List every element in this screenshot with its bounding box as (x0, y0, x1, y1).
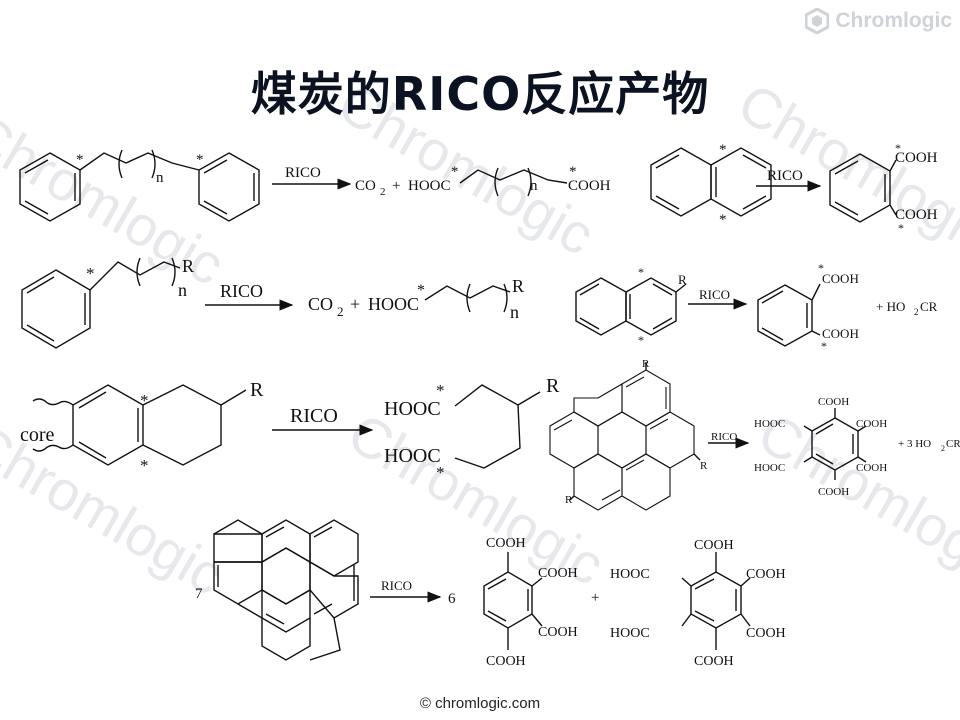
scheme-label: 2 (941, 444, 945, 453)
benzene-ring (690, 571, 742, 629)
star-label: * (196, 152, 204, 168)
coefficient-label: 7 (195, 586, 203, 602)
benzene-ring (829, 153, 891, 223)
star-label: * (76, 152, 84, 168)
cooh-label: COOH (895, 150, 938, 166)
brand-name: Chromlogic (835, 9, 952, 32)
scheme-label: * (638, 265, 644, 279)
scheme-label: HOOC (754, 418, 785, 430)
cooh-label: COOH (568, 178, 611, 194)
scheme-label: * (417, 282, 425, 299)
scheme-label: * (898, 221, 904, 235)
scheme-label: * (86, 264, 95, 283)
scheme-label: * (436, 463, 445, 482)
benzene-ring (757, 284, 813, 347)
scheme-label: n (530, 178, 538, 194)
scheme-label: COOH (694, 654, 734, 669)
hexagon-logo-icon (805, 8, 830, 34)
rico-label: RICO (290, 405, 338, 427)
r-label: R (512, 276, 524, 296)
page-title: 煤炭的RICO反应产物 (250, 67, 710, 121)
cooh-label: COOH (895, 207, 938, 223)
rico-label: RICO (381, 578, 412, 593)
r-label: R (182, 256, 194, 276)
scheme-label: CR (920, 299, 938, 314)
pah-molecule (549, 369, 695, 511)
benzene-ring (811, 417, 859, 471)
r-label: R (565, 494, 573, 506)
scheme-label: * (821, 339, 827, 353)
coefficient-label: 6 (448, 591, 456, 607)
scheme-label: n (510, 302, 519, 322)
co2-label: CO (308, 294, 333, 314)
hooc-label: HOOC (384, 398, 441, 420)
scheme-label: + (591, 590, 599, 606)
scheme-label: COOH (538, 625, 578, 640)
scheme-label: HOOC (754, 462, 785, 474)
benzene-ring (198, 152, 260, 222)
hooc-label: HOOC (368, 294, 419, 314)
ho2cr-label: + 3 HO (898, 438, 931, 450)
r-label: R (546, 375, 560, 397)
scheme-label: 2 (380, 186, 386, 198)
scheme-label: * (451, 164, 459, 180)
scheme-label: COOH (538, 566, 578, 581)
naphthalene-molecule (650, 147, 772, 217)
scheme-label: * (436, 381, 445, 400)
scheme-label: COOH (486, 654, 526, 669)
rico-label: RICO (220, 281, 263, 301)
rico-label: RICO (699, 287, 730, 302)
scheme-label: COOH (746, 567, 786, 582)
hooc-label: HOOC (408, 178, 451, 194)
scheme-label: * (140, 391, 149, 410)
scheme-label: 2 (914, 307, 919, 317)
scheme-label: CR (946, 438, 960, 450)
scheme-label: + (392, 178, 400, 194)
scheme-label: HOOC (610, 626, 650, 641)
scheme-label: 2 (337, 304, 344, 319)
r-label: R (678, 272, 687, 287)
cooh-label: COOH (822, 271, 859, 286)
benzene-ring (483, 571, 533, 629)
brand-logo: Chromlogic (805, 8, 952, 34)
rico-label: RICO (711, 431, 737, 443)
scheme-label: COOH (746, 626, 786, 641)
scheme-label: HOOC (610, 567, 650, 582)
rico-label: RICO (285, 165, 321, 181)
scheme-label: COOH (818, 486, 849, 498)
core-label: core (20, 424, 55, 446)
r-label: R (642, 358, 650, 370)
coronene-molecule (213, 519, 359, 661)
r-label: R (250, 379, 264, 401)
scheme-label: COOH (694, 538, 734, 553)
footer-copyright: © chromlogic.com (419, 695, 541, 712)
hooc-label: HOOC (384, 445, 441, 467)
scheme-label: * (638, 333, 644, 347)
rico-label: RICO (767, 168, 803, 184)
benzene-ring (21, 269, 91, 349)
benzene-ring (19, 152, 81, 222)
scheme-label: COOH (818, 396, 849, 408)
co2-label: CO (355, 178, 376, 194)
naphthalene-molecule (575, 277, 677, 336)
n-label: n (156, 170, 164, 186)
scheme-label: * (895, 141, 901, 155)
scheme-label: COOH (856, 418, 887, 430)
cooh-label: COOH (822, 326, 859, 341)
r-label: R (700, 460, 708, 472)
ho2cr-label: + HO (876, 299, 905, 314)
scheme-label: + (350, 294, 360, 314)
scheme-label: * (569, 164, 577, 180)
scheme-label: * (818, 261, 824, 275)
scheme-label: * (719, 142, 727, 158)
scheme-label: n (178, 280, 187, 300)
scheme-label: * (719, 212, 727, 228)
scheme-label: COOH (486, 536, 526, 551)
scheme-label: COOH (856, 462, 887, 474)
scheme-label: * (140, 456, 149, 475)
